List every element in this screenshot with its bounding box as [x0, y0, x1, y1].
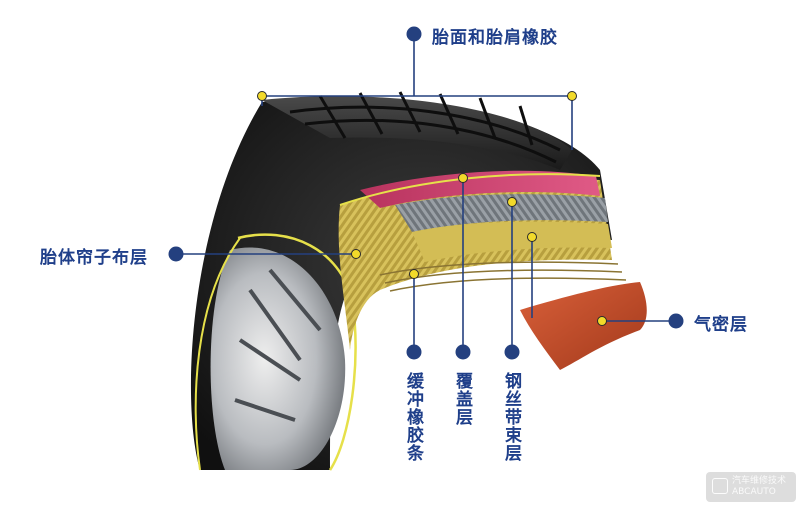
label-tread-shoulder: 胎面和胎肩橡胶 [432, 28, 558, 48]
label-cushion-rubber: 缓冲橡胶条 [403, 372, 423, 462]
watermark: 汽车维修技术 ABCAUTO [712, 476, 792, 498]
rim-spokes [234, 268, 322, 422]
section-outline [339, 173, 601, 206]
leader-lines [176, 34, 676, 350]
sidewall-outline-outer [194, 237, 241, 471]
wheel-rim [210, 247, 346, 470]
tread-grooves [289, 91, 561, 164]
layer-tread-band [360, 170, 600, 208]
label-markers [168, 26, 684, 360]
label-steel-belt: 钢丝带束层 [501, 372, 521, 462]
watermark-backdrop [706, 472, 796, 502]
label-carcass-ply: 胎体帘子布层 [40, 248, 148, 268]
marker-dots [257, 91, 607, 326]
layer-inner-liner [520, 282, 647, 370]
watermark-line2: ABCAUTO [732, 487, 776, 497]
tire-tread [262, 96, 572, 170]
label-inner-liner: 气密层 [694, 315, 748, 335]
watermark-logo-icon [712, 478, 728, 494]
watermark-line1: 汽车维修技术 [732, 476, 787, 486]
layer-steel-gray [395, 194, 608, 232]
label-cap-ply: 覆盖层 [452, 372, 472, 426]
